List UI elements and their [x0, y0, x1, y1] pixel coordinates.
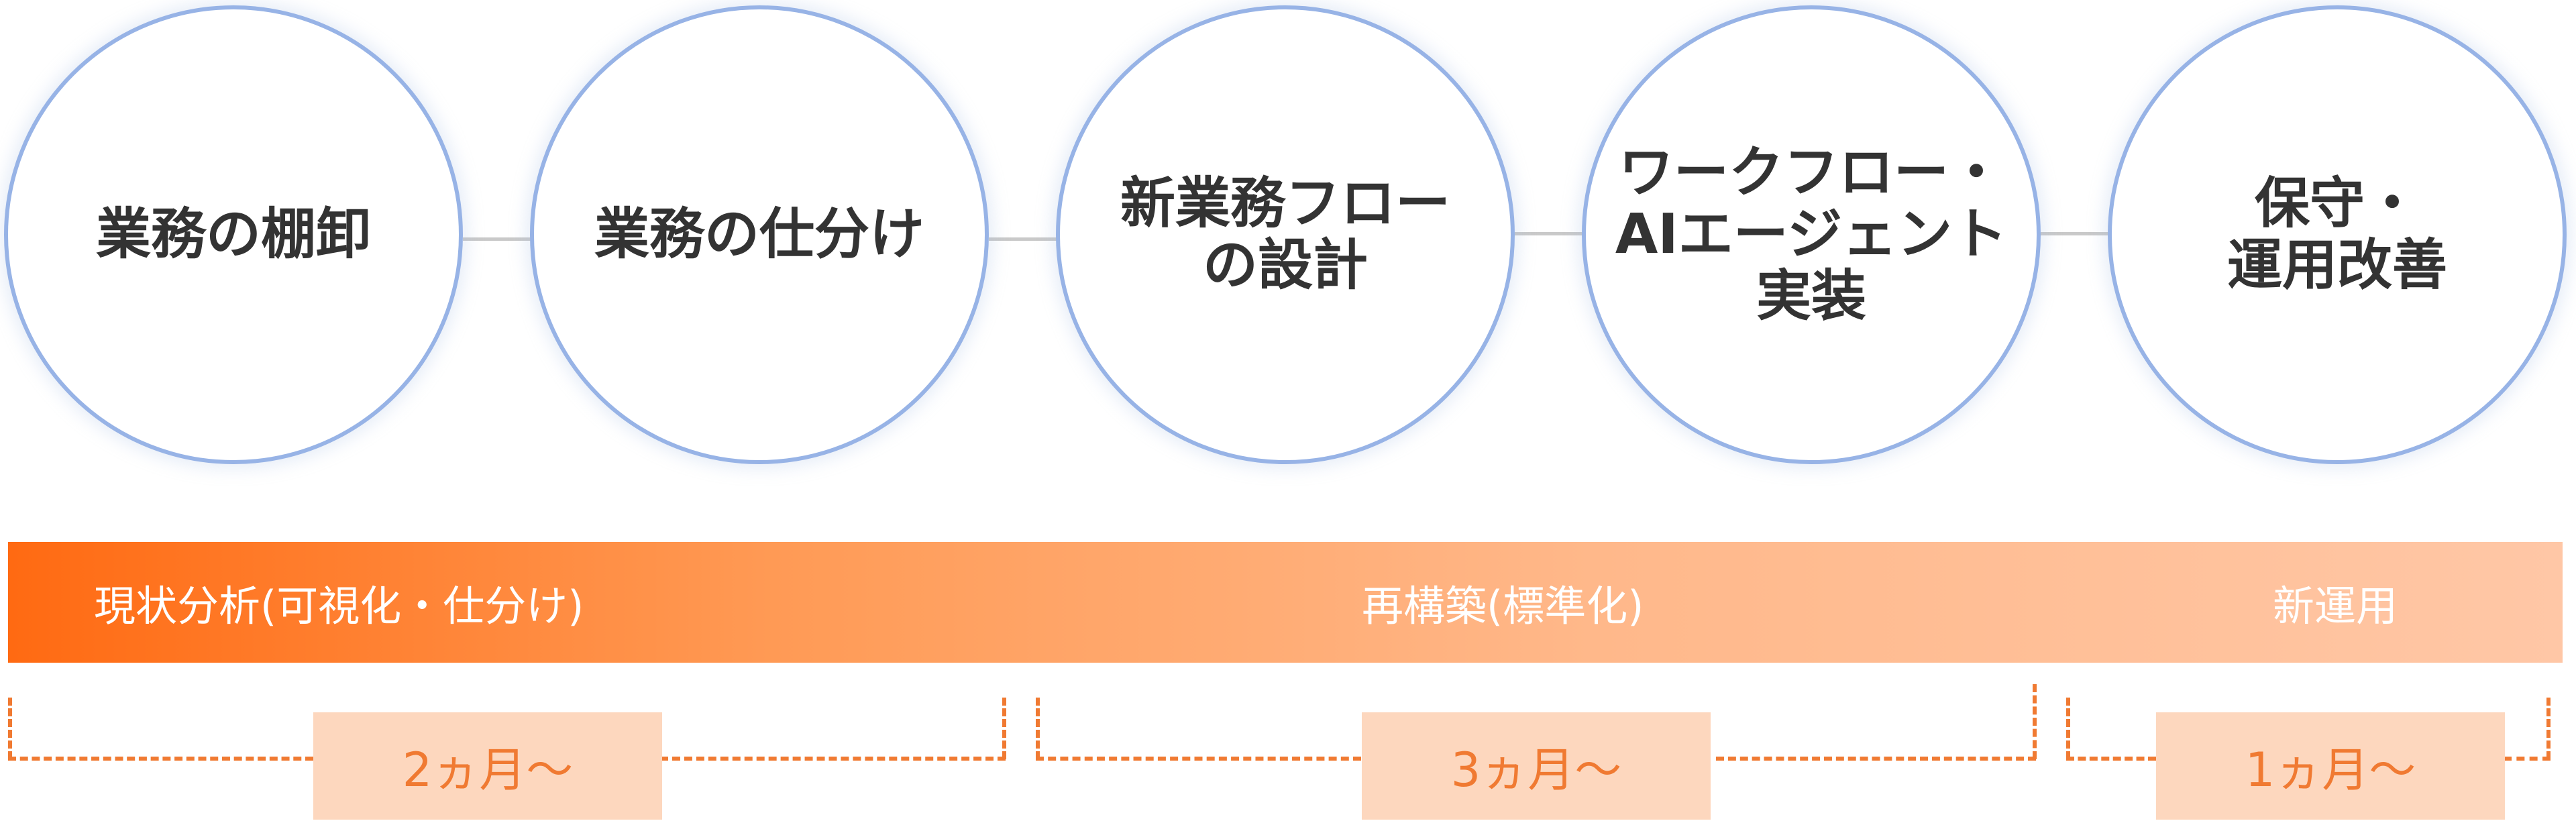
- bracket-2-right: [2033, 684, 2037, 759]
- phase-label-analysis: 現状分析(可視化・仕分け): [94, 582, 584, 630]
- duration-box-new-operation: 1ヵ月〜: [2156, 712, 2505, 820]
- step-circle-2: 業務の仕分け: [530, 5, 989, 464]
- step-circle-1: 業務の棚卸: [4, 5, 463, 464]
- step-label-5: 保守・ 運用改善: [2227, 173, 2447, 296]
- bracket-2-bottom-left: [1036, 757, 1361, 761]
- connector-3-4: [1515, 232, 1587, 235]
- step-5-line-2: 運用改善: [2226, 233, 2447, 297]
- bracket-3-right: [2546, 698, 2551, 759]
- bracket-3-bottom-right: [2504, 757, 2551, 761]
- step-4-line-1: ワークフロー・: [1618, 141, 2004, 205]
- duration-label-new-operation: 1ヵ月〜: [2245, 742, 2416, 798]
- step-3-line-1: 新業務フロー: [1120, 172, 1450, 236]
- step-1-line-1: 業務の棚卸: [95, 203, 371, 267]
- step-2-line-1: 業務の仕分け: [594, 203, 924, 267]
- duration-label-rebuild: 3ヵ月〜: [1450, 742, 1622, 798]
- bracket-1-left: [8, 698, 12, 759]
- connector-1-2: [463, 237, 535, 241]
- step-label-1: 業務の棚卸: [96, 204, 371, 266]
- step-circle-5: 保守・ 運用改善: [2108, 5, 2567, 464]
- duration-label-analysis: 2ヵ月〜: [402, 742, 574, 798]
- step-label-4: ワークフロー・ AIエージェント 実装: [1615, 142, 2007, 327]
- duration-box-analysis: 2ヵ月〜: [313, 712, 662, 820]
- step-4-line-2: AIエージェント: [1615, 203, 2008, 267]
- bracket-3-bottom-left: [2066, 757, 2156, 761]
- phase-label-rebuild: 再構築(標準化): [1362, 582, 1644, 630]
- connector-4-5: [2041, 232, 2113, 235]
- bracket-3-left: [2066, 698, 2070, 759]
- step-label-2: 業務の仕分け: [594, 204, 924, 266]
- bracket-2-bottom-right: [1716, 757, 2036, 761]
- step-5-line-1: 保守・: [2254, 172, 2420, 236]
- step-label-3: 新業務フロー の設計: [1120, 173, 1450, 296]
- phase-bar: [8, 542, 2563, 663]
- step-circle-3: 新業務フロー の設計: [1056, 5, 1515, 464]
- phase-label-new-operation: 新運用: [2273, 582, 2398, 630]
- bracket-2-left: [1036, 698, 1040, 759]
- step-circle-4: ワークフロー・ AIエージェント 実装: [1582, 5, 2041, 464]
- bracket-1-right: [1002, 698, 1006, 759]
- duration-box-rebuild: 3ヵ月〜: [1362, 712, 1711, 820]
- bracket-1-bottom-right: [660, 757, 1006, 761]
- step-4-line-3: 実装: [1756, 264, 1866, 328]
- step-3-line-2: の設計: [1202, 233, 1368, 297]
- connector-2-3: [989, 237, 1061, 241]
- bracket-1-bottom-left: [8, 757, 313, 761]
